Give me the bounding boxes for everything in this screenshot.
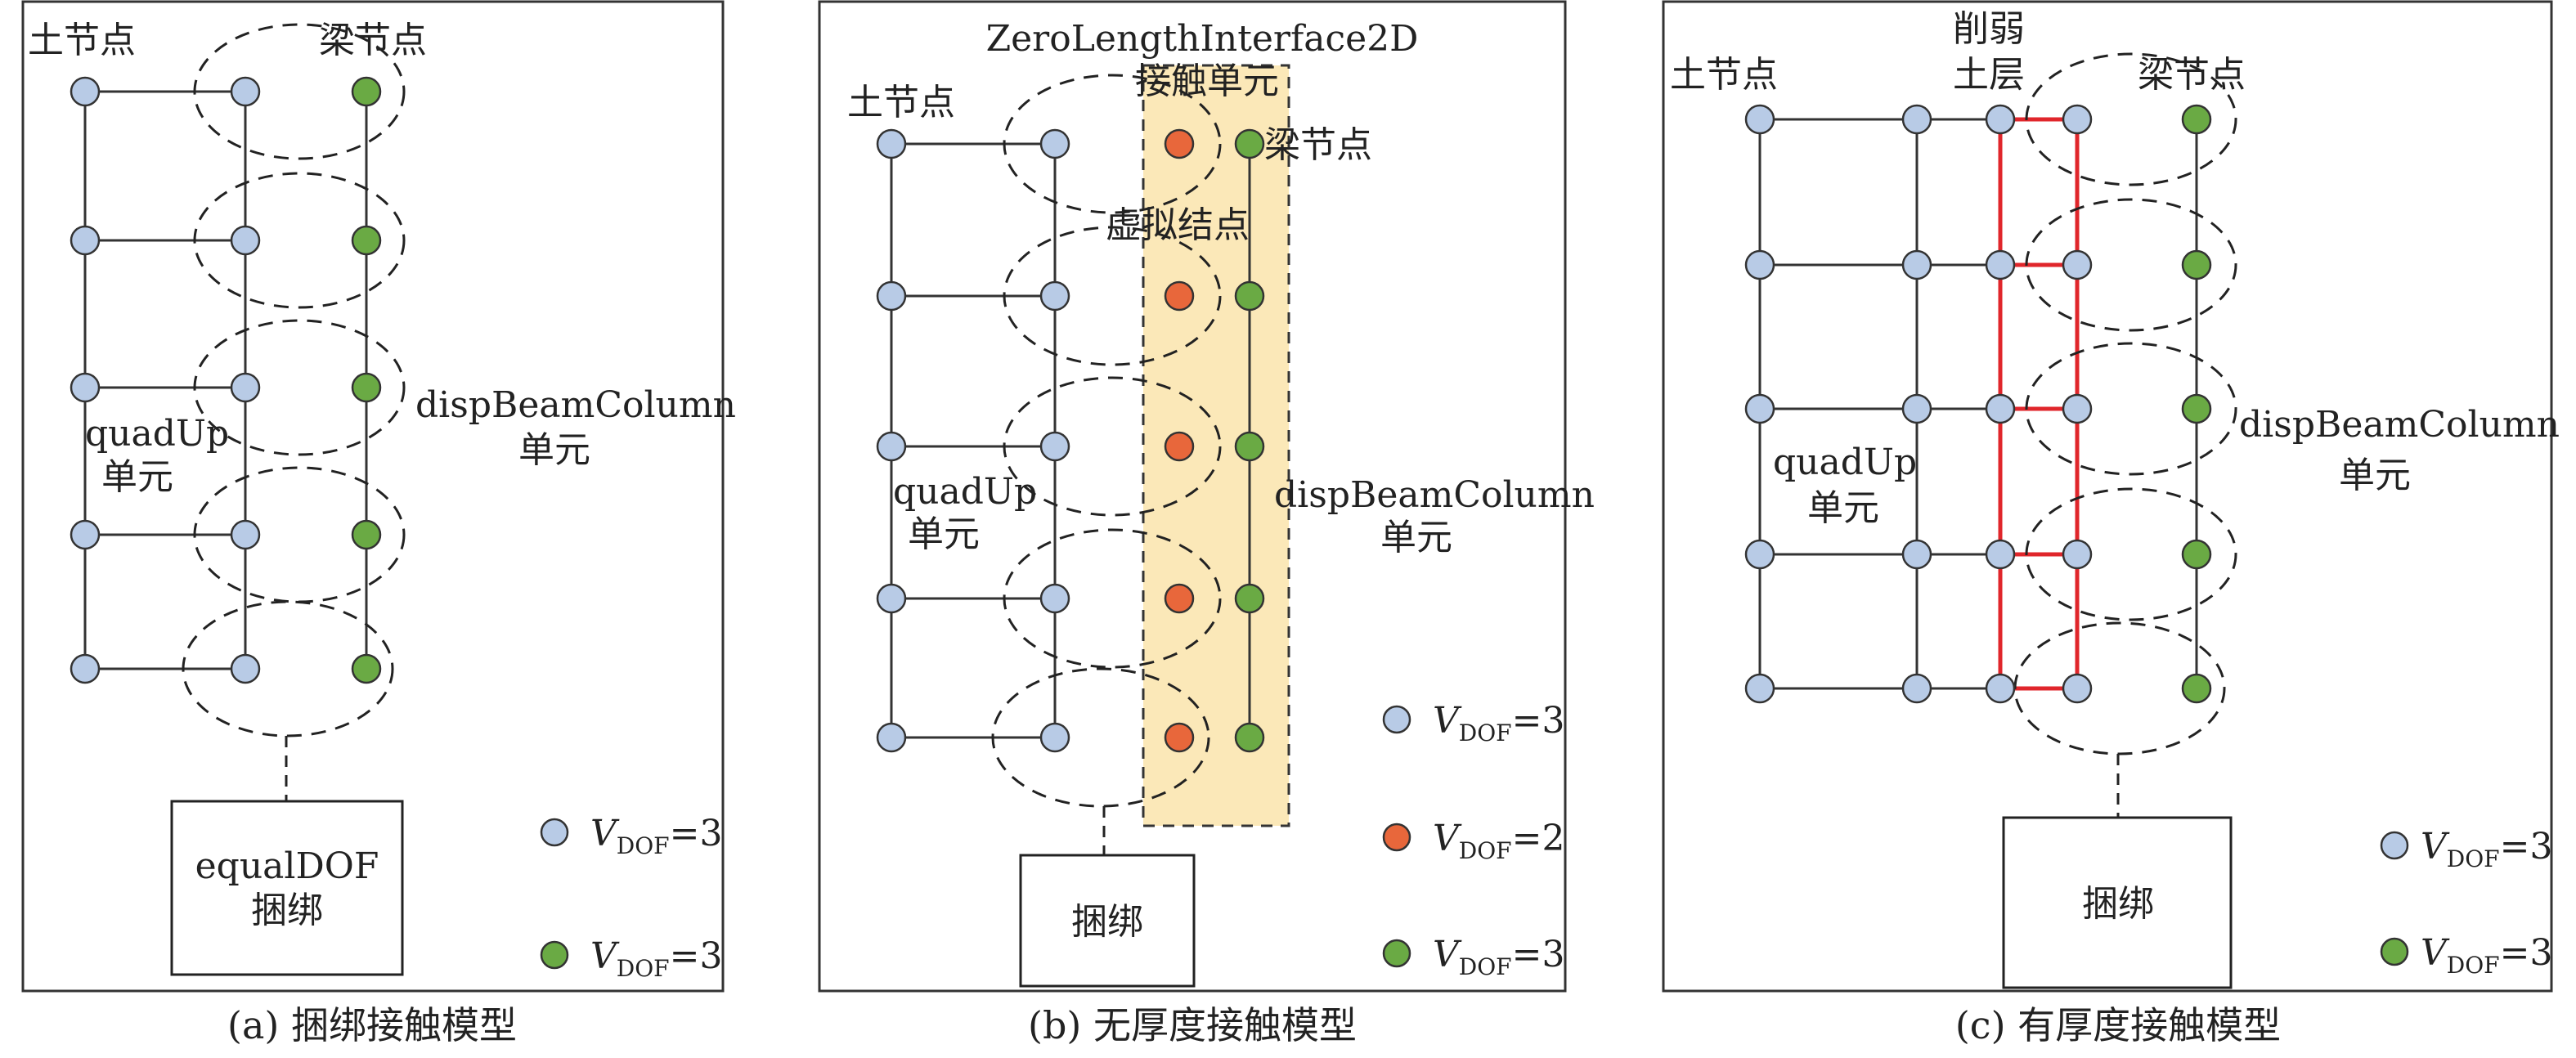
panel-b-virtual-node-label: 虚拟结点 bbox=[1106, 204, 1250, 246]
panel-a-soil-nodes bbox=[70, 76, 261, 684]
panel-c-weak-label-2: 土层 bbox=[1953, 54, 2025, 96]
panel-b-beam-node-label: 梁节点 bbox=[1264, 124, 1372, 166]
panel-a-frame bbox=[21, 0, 725, 993]
panel-b-frame bbox=[818, 0, 1567, 993]
legend-beam-node-swatch bbox=[540, 940, 569, 970]
panel-c: 削弱 土层 土节点 梁节点 quadUp 单元 dispBeamColumn 单… bbox=[1662, 0, 2560, 1047]
legend-soil-node-swatch bbox=[2380, 831, 2409, 860]
panel-c-soil-node-label: 土节点 bbox=[1670, 54, 1778, 96]
panel-b-interface-label-1: ZeroLengthInterface2D bbox=[986, 18, 1419, 60]
panel-b-legend-2: VDOF=2 bbox=[1433, 818, 1565, 864]
panel-b-coupling-ellipses bbox=[991, 74, 1222, 808]
panel-a-legend-1: VDOF=3 bbox=[590, 813, 723, 859]
panel-a-box-line-1: equalDOF bbox=[195, 845, 379, 887]
panel-c-beam-elem-label-2: 单元 bbox=[2339, 455, 2411, 496]
panel-a-caption: (a) 捆绑接触模型 bbox=[227, 1003, 517, 1047]
legend-beam-node-swatch bbox=[1382, 939, 1411, 968]
panel-a-beam-elem-label-2: 单元 bbox=[518, 429, 590, 471]
panel-b-box-line-1: 捆绑 bbox=[1071, 901, 1143, 943]
legend-soil-node-swatch bbox=[540, 818, 569, 847]
panel-a-legend: VDOF=3 VDOF=3 bbox=[540, 813, 723, 982]
panel-b-quad-label-2: 单元 bbox=[908, 513, 980, 555]
panel-a-coupling-ellipses bbox=[182, 23, 406, 737]
panel-b-beam-elem-label-1: dispBeamColumn bbox=[1274, 474, 1595, 516]
panel-b-beam-nodes bbox=[1234, 128, 1265, 753]
panel-c-soil-nodes bbox=[1744, 104, 2093, 704]
panel-c-beam-node-label: 梁节点 bbox=[2138, 54, 2246, 96]
panel-c-legend-1: VDOF=3 bbox=[2421, 826, 2553, 872]
panel-b-legend: VDOF=3 VDOF=2 VDOF=3 bbox=[1382, 700, 1565, 980]
legend-virtual-node-swatch bbox=[1382, 823, 1411, 852]
legend-beam-node-swatch bbox=[2380, 937, 2409, 966]
panel-b-soil-node-label: 土节点 bbox=[847, 82, 955, 123]
panel-a: 土节点 梁节点 quadUp 单元 dispBeamColumn 单元 equa… bbox=[21, 0, 736, 1047]
panel-a-beam-node-label: 梁节点 bbox=[319, 20, 427, 61]
panel-c-quad-label-2: 单元 bbox=[1807, 487, 1879, 529]
panel-c-weak-label-1: 削弱 bbox=[1953, 8, 2025, 50]
panel-a-quad-label-1: quadUp bbox=[85, 413, 229, 455]
panel-b-virtual-nodes bbox=[1164, 128, 1195, 753]
panel-c-box-line-1: 捆绑 bbox=[2082, 883, 2154, 925]
panel-b-caption: (b) 无厚度接触模型 bbox=[1028, 1003, 1357, 1047]
panel-b: ZeroLengthInterface2D 接触单元 土节点 梁节点 虚拟结点 … bbox=[818, 0, 1595, 1047]
panel-c-caption: (c) 有厚度接触模型 bbox=[1955, 1003, 2281, 1047]
panel-a-equaldof-box bbox=[170, 800, 404, 976]
panel-a-grid bbox=[83, 90, 368, 670]
panel-b-bind-box bbox=[1019, 854, 1196, 988]
panel-c-frame bbox=[1662, 0, 2553, 993]
panel-c-legend-2: VDOF=3 bbox=[2421, 932, 2553, 979]
panel-b-soil-nodes bbox=[876, 128, 1070, 753]
panel-b-quad-label-1: quadUp bbox=[893, 471, 1037, 513]
panel-c-beam-nodes bbox=[2181, 104, 2212, 704]
panel-a-beam-elem-label-1: dispBeamColumn bbox=[415, 384, 736, 426]
panel-a-quad-label-2: 单元 bbox=[101, 456, 173, 498]
panel-a-soil-node-label: 土节点 bbox=[28, 20, 136, 61]
panel-b-beam-elem-label-2: 单元 bbox=[1380, 517, 1452, 558]
panel-c-quad-label-1: quadUp bbox=[1773, 442, 1917, 483]
panel-a-box-line-2: 捆绑 bbox=[251, 890, 323, 931]
panel-c-beam-elem-label-1: dispBeamColumn bbox=[2239, 404, 2560, 446]
panel-b-interface-label-2: 接触单元 bbox=[1135, 61, 1279, 102]
panel-c-bind-box bbox=[2002, 816, 2233, 989]
legend-soil-node-swatch bbox=[1382, 705, 1411, 734]
panel-c-grid bbox=[1758, 118, 2198, 690]
panel-a-beam-nodes bbox=[351, 76, 382, 684]
panel-a-legend-2: VDOF=3 bbox=[590, 935, 723, 982]
panel-b-legend-3: VDOF=3 bbox=[1433, 934, 1565, 980]
panel-c-legend: VDOF=3 VDOF=3 bbox=[2380, 826, 2553, 979]
panel-b-legend-1: VDOF=3 bbox=[1433, 700, 1565, 746]
